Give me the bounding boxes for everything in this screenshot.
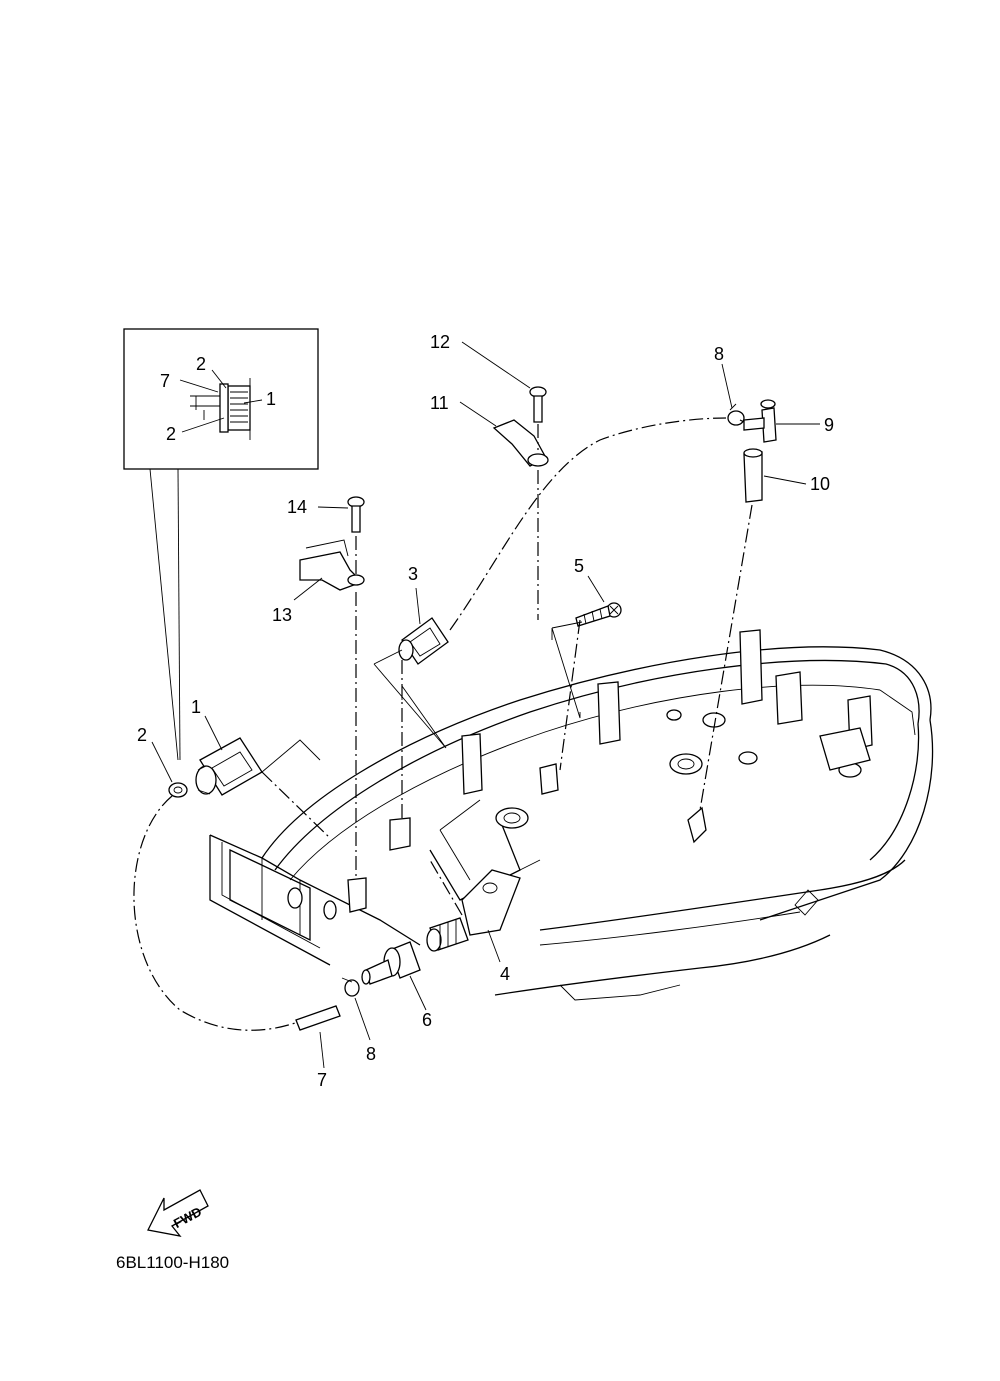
callout-8-upper: 8 — [714, 344, 724, 364]
callout-7: 7 — [317, 1070, 327, 1090]
part-9-tee — [743, 399, 777, 443]
inset-callout-2-top: 2 — [196, 354, 206, 374]
boss-front — [347, 877, 367, 913]
part-2-clip — [168, 782, 188, 798]
fwd-arrow-icon: FWD — [147, 1189, 209, 1237]
callout-8-lower: 8 — [366, 1044, 376, 1064]
chain-9 — [739, 419, 745, 423]
part-5-screw — [575, 602, 622, 627]
part-7-hose — [295, 1005, 341, 1031]
inset-callout-1: 1 — [266, 389, 276, 409]
inset-leader-left — [149, 468, 179, 761]
part-6-nipple — [361, 941, 421, 985]
part-12-bolt — [529, 386, 547, 423]
diagram-code: 6BL1100-H180 — [116, 1253, 229, 1272]
part-10-hose — [743, 448, 763, 503]
inset-callout-2-bottom: 2 — [166, 424, 176, 444]
chain-1 — [261, 771, 331, 839]
chain-10 — [699, 504, 753, 811]
callout-9: 9 — [824, 415, 834, 435]
part-3-grommet — [398, 617, 449, 665]
boss-center — [539, 763, 559, 795]
part-4-fitting — [426, 869, 521, 952]
chain-5 — [559, 619, 581, 771]
callout-4: 4 — [500, 964, 510, 984]
chain-4 — [429, 859, 463, 916]
callout-11: 11 — [430, 393, 449, 413]
inset-grommet — [190, 378, 251, 440]
callout-6: 6 — [422, 1010, 432, 1030]
callout-13: 13 — [272, 605, 292, 625]
drain-fitting — [687, 806, 707, 844]
detail-inset: 7 2 1 2 — [123, 328, 319, 470]
inset-callout-7: 7 — [160, 371, 170, 391]
callout-14: 14 — [287, 497, 307, 517]
callout-3: 3 — [408, 564, 418, 584]
hose-path-upper — [449, 417, 727, 631]
hose-path-lower — [133, 795, 299, 1031]
callout-12: 12 — [430, 332, 450, 352]
bottom-cowling — [209, 629, 934, 1001]
part-11-holder — [492, 419, 549, 467]
callout-10: 10 — [810, 474, 830, 494]
inset-leader-right — [177, 468, 181, 761]
boss-left — [389, 817, 411, 851]
part-1-grommet — [195, 737, 263, 796]
callout-2: 2 — [137, 725, 147, 745]
callout-1: 1 — [191, 697, 201, 717]
callout-5: 5 — [574, 556, 584, 576]
part-8-clip-lower — [341, 977, 360, 997]
part-14-bolt — [347, 496, 365, 533]
part-13-holder — [299, 539, 365, 591]
part-8-clip-upper — [727, 403, 745, 426]
